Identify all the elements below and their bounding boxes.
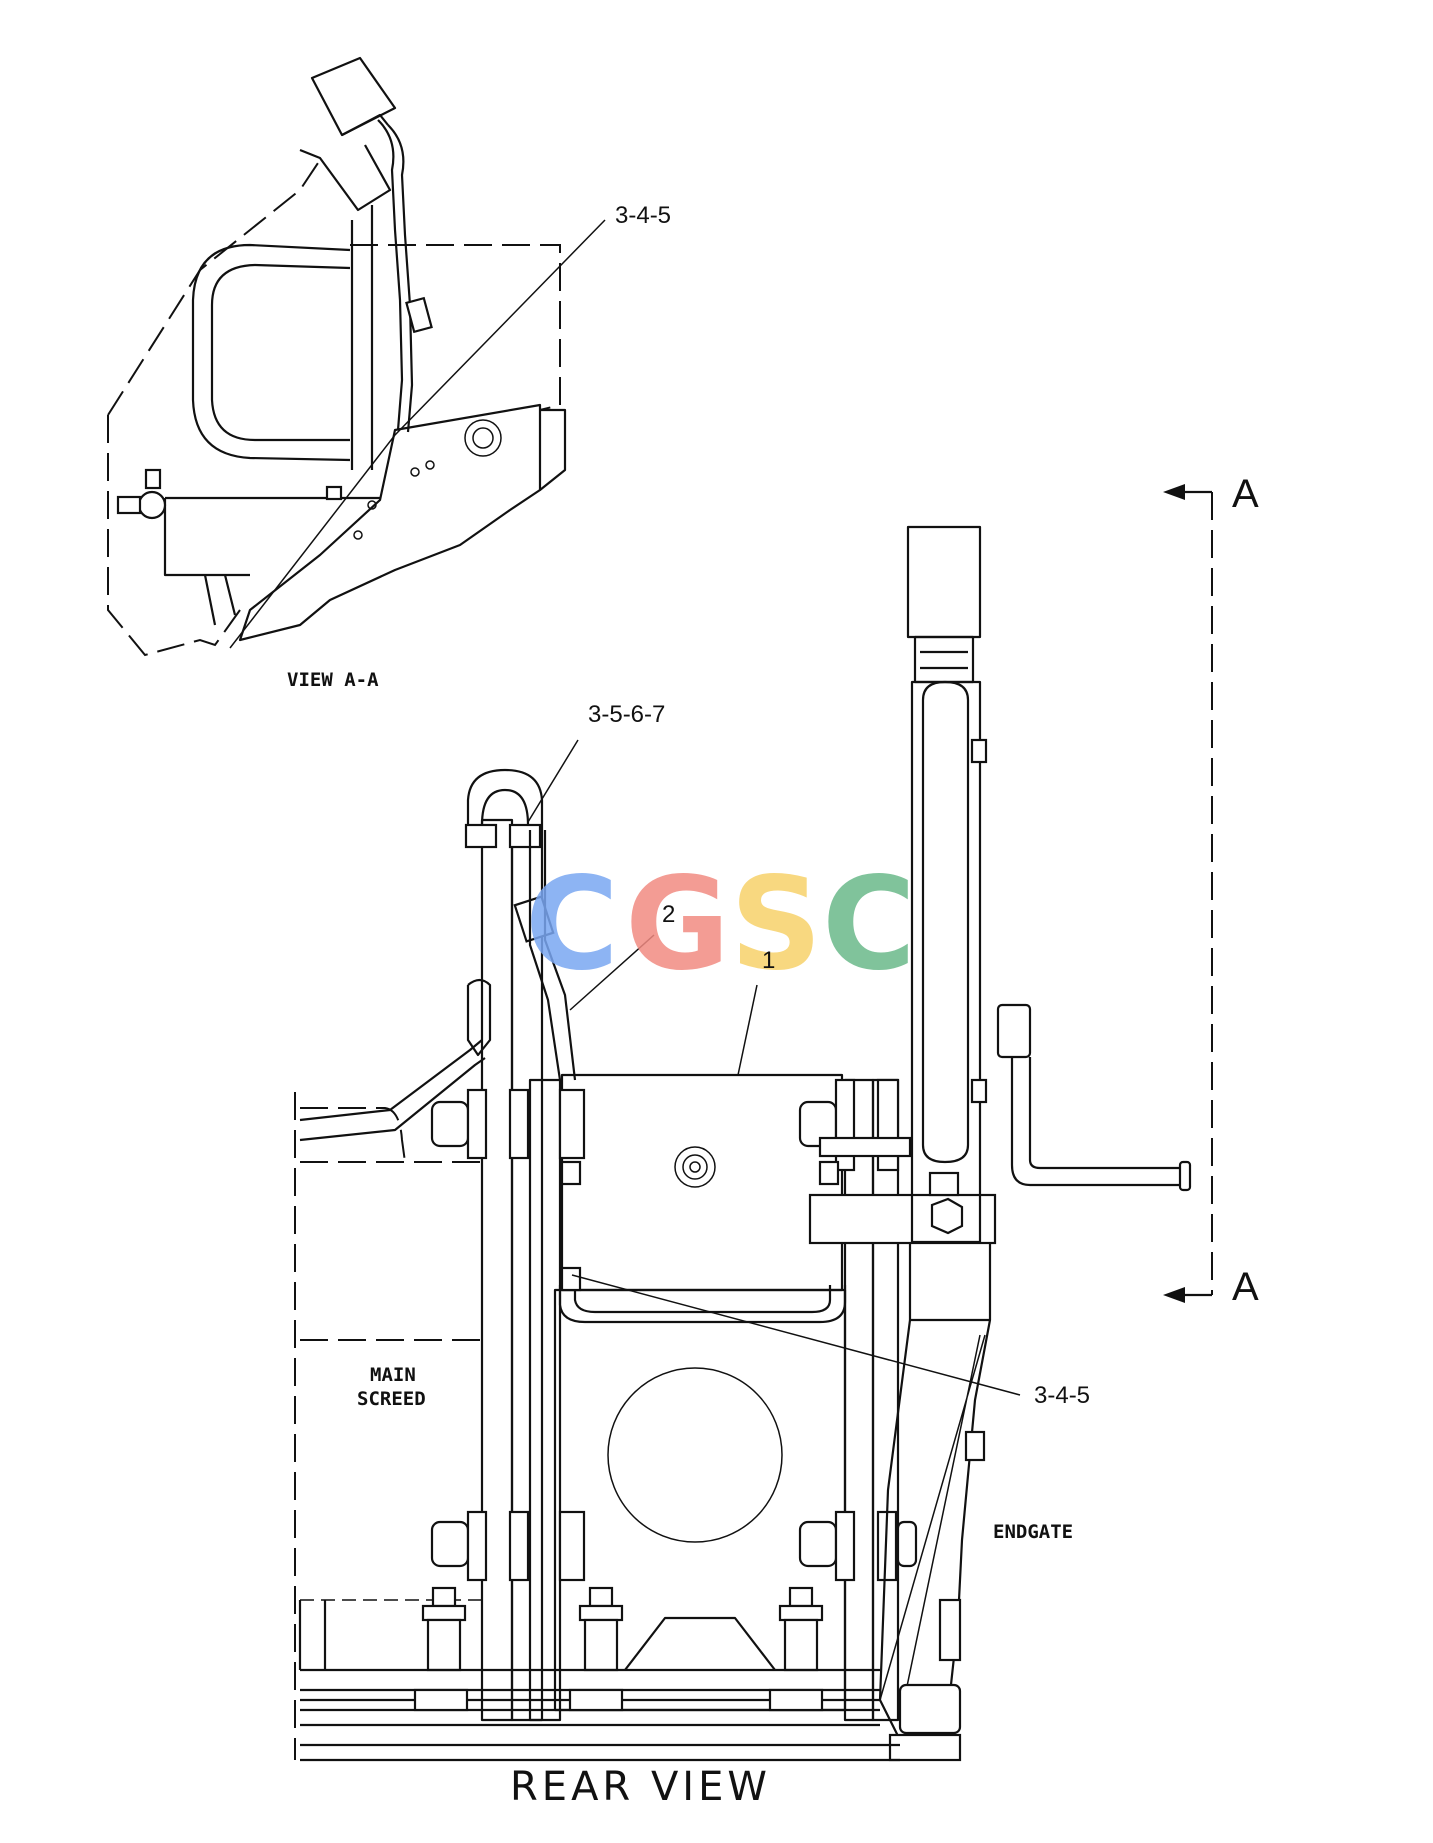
top-callout-label: 3-5-6-7	[588, 701, 665, 728]
view-aa-callout-label: 3-4-5	[615, 202, 671, 229]
main-screed-label-line1: MAIN	[370, 1364, 416, 1386]
section-marker	[1163, 484, 1213, 1303]
watermark-letter: C	[822, 850, 916, 999]
watermark-letter: S	[730, 850, 822, 999]
section-arrow-icon	[1163, 1287, 1185, 1303]
watermark: C G S C	[525, 850, 916, 999]
rear-view-assembly	[294, 525, 1192, 1762]
section-mark-top: A	[1232, 472, 1259, 516]
watermark-letter: C	[525, 850, 619, 999]
view-aa-detail	[107, 56, 606, 657]
bolt-head-icon	[778, 1586, 824, 1672]
callout-2-label: 2	[662, 901, 675, 928]
main-screed-label-line2: SCREED	[357, 1388, 426, 1410]
bolt-head-icon	[421, 1586, 467, 1672]
bolt-head-icon	[798, 1510, 918, 1582]
bolt-head-icon	[430, 1510, 586, 1582]
view-aa-title: VIEW A-A	[287, 669, 379, 691]
section-mark-bottom: A	[1232, 1265, 1259, 1309]
rear-view-title: REAR VIEW	[510, 1764, 771, 1810]
grease-fitting-icon	[116, 468, 167, 520]
right-callout-label: 3-4-5	[1034, 1382, 1090, 1409]
bolt-head-icon	[430, 1088, 586, 1160]
bolt-head-icon	[578, 1586, 624, 1672]
nut-icon	[930, 1197, 964, 1235]
endgate-label: ENDGATE	[993, 1521, 1073, 1543]
section-arrow-icon	[1163, 484, 1185, 500]
watermark-letter: G	[625, 850, 730, 999]
callout-1-label: 1	[762, 947, 775, 974]
